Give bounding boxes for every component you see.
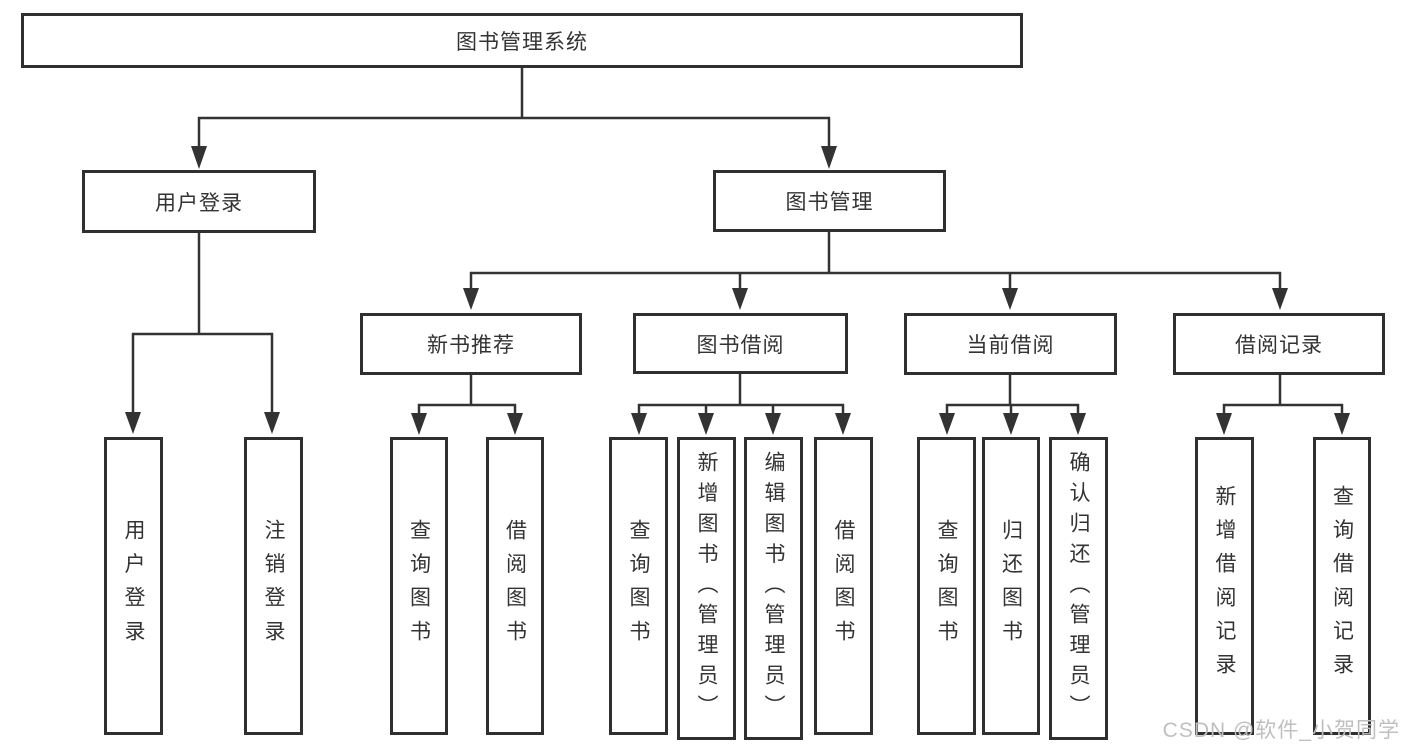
leaf-edit-books-admin-label: 编辑图书（管理员）	[762, 451, 785, 726]
leaf-borrow-books-label: 借阅图书	[832, 518, 855, 654]
node-book-management: 图书管理	[713, 170, 946, 232]
node-book-borrow: 图书借阅	[633, 313, 848, 374]
node-borrow-records-label: 借阅记录	[1235, 334, 1323, 357]
csdn-watermark: CSDN @软件_小贺同学	[1162, 719, 1400, 742]
node-current-borrow-label: 当前借阅	[966, 334, 1055, 357]
leaf-query-books-recommend: 查询图书	[390, 437, 448, 735]
node-new-book-recommend-label: 新书推荐	[427, 334, 515, 357]
node-current-borrow: 当前借阅	[904, 313, 1117, 375]
node-new-book-recommend: 新书推荐	[360, 313, 582, 375]
node-library-management-system-label: 图书管理系统	[456, 30, 588, 54]
leaf-add-books-admin: 新增图书（管理员）	[677, 437, 736, 740]
leaf-borrow-books-recommend-label: 借阅图书	[503, 518, 527, 654]
leaf-add-borrow-record-label: 新增借阅记录	[1213, 485, 1236, 687]
leaf-confirm-return-admin-label: 确认归还（管理员）	[1067, 451, 1090, 726]
leaf-query-books-current: 查询图书	[917, 437, 976, 735]
leaf-logout: 注销登录	[244, 437, 303, 735]
node-user-login: 用户登录	[82, 170, 316, 233]
leaf-query-books-current-label: 查询图书	[935, 518, 958, 654]
leaf-query-books-borrow: 查询图书	[609, 437, 668, 735]
leaf-user-login: 用户登录	[104, 437, 163, 735]
node-borrow-records: 借阅记录	[1173, 313, 1385, 375]
node-book-borrow-label: 图书借阅	[696, 333, 785, 357]
leaf-query-books-borrow-label: 查询图书	[627, 518, 650, 654]
leaf-borrow-books-recommend: 借阅图书	[486, 437, 544, 735]
leaf-add-borrow-record: 新增借阅记录	[1195, 437, 1254, 735]
leaf-logout-label: 注销登录	[262, 518, 285, 654]
node-library-management-system: 图书管理系统	[21, 13, 1023, 68]
leaf-query-books-recommend-label: 查询图书	[407, 518, 431, 654]
leaf-query-borrow-record: 查询借阅记录	[1313, 437, 1371, 735]
leaf-query-borrow-record-label: 查询借阅记录	[1330, 485, 1354, 687]
leaf-borrow-books: 借阅图书	[814, 437, 873, 735]
leaf-add-books-admin-label: 新增图书（管理员）	[695, 451, 718, 726]
leaf-user-login-label: 用户登录	[122, 518, 145, 654]
leaf-return-books-label: 归还图书	[999, 518, 1023, 654]
leaf-edit-books-admin: 编辑图书（管理员）	[744, 437, 803, 740]
leaf-confirm-return-admin: 确认归还（管理员）	[1049, 437, 1108, 740]
node-book-management-label: 图书管理	[785, 191, 874, 214]
leaf-return-books: 归还图书	[982, 437, 1040, 735]
node-user-login-label: 用户登录	[155, 191, 243, 215]
